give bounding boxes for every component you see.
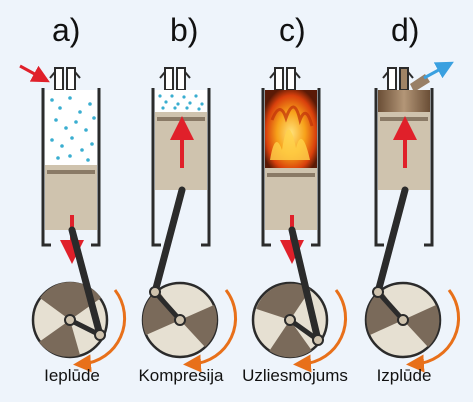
cylinder-wall [41,88,101,247]
stroke-label-intake: Ieplūde [44,366,100,385]
panel-compression [141,67,237,373]
intake-valve [54,67,64,91]
exhaust-arrow [423,61,454,80]
stroke-label-compression: Kompresija [138,366,224,385]
panel-intake [19,64,127,373]
fuel-droplets [50,96,96,162]
exhaust-valve [66,67,76,91]
panel-exhaust [364,61,460,373]
exhaust-gas [378,90,430,112]
stroke-letter-a: a) [52,12,81,48]
rotation-arrow [73,289,127,373]
compressed-mixture [158,94,204,111]
stroke-letter-b: b) [170,12,199,48]
combustion-chamber [45,90,97,165]
stroke-label-exhaust: Izplūde [376,366,432,385]
connecting-rod [68,226,104,339]
stroke-letter-d: d) [391,12,420,48]
intake-arrow [19,64,50,83]
panel-ignition [251,67,347,373]
stroke-label-ignition: Uzliesmojums [242,366,348,385]
stroke-letter-c: c) [279,12,306,48]
